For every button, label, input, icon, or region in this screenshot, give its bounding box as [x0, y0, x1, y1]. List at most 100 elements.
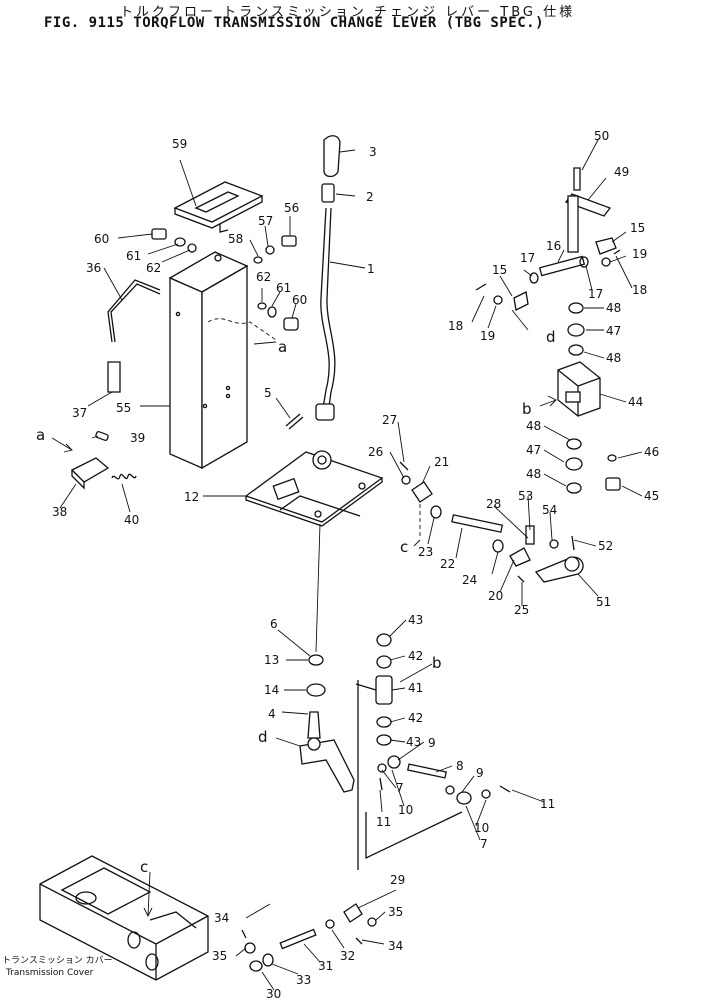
- shift-lever-1: [315, 207, 336, 421]
- label-39: 39: [130, 431, 145, 445]
- bracket-44: [557, 361, 601, 417]
- label-4: 4: [268, 707, 276, 721]
- label-33: 33: [296, 973, 311, 987]
- label-52: 52: [598, 539, 613, 553]
- label-53: 53: [518, 489, 533, 503]
- rod-36: [107, 279, 161, 393]
- label-57: 57: [258, 214, 273, 228]
- label-19b: 19: [480, 329, 495, 343]
- lever-51: [534, 535, 584, 583]
- ref-a-left: a: [36, 426, 45, 444]
- rod-22-parts: [399, 461, 559, 583]
- knob-3: [323, 135, 341, 178]
- label-46: 46: [644, 445, 659, 459]
- label-35a: 35: [388, 905, 403, 919]
- label-42b: 42: [408, 711, 423, 725]
- label-61b: 61: [276, 281, 291, 295]
- ref-c-cover: c: [140, 858, 148, 876]
- label-8: 8: [456, 759, 464, 773]
- cover-caption-en: Transmission Cover: [5, 968, 94, 978]
- label-55: 55: [116, 401, 131, 415]
- label-42a: 42: [408, 649, 423, 663]
- label-36: 36: [86, 261, 101, 275]
- ref-b-bracket: b: [522, 400, 532, 418]
- label-5: 5: [264, 386, 272, 400]
- label-6: 6: [270, 617, 278, 631]
- rod-ends-15-19: [475, 237, 621, 311]
- label-17b: 17: [588, 287, 603, 301]
- label-45: 45: [644, 489, 659, 503]
- label-43a: 43: [408, 613, 423, 627]
- label-1: 1: [367, 262, 375, 276]
- label-48a: 48: [606, 301, 621, 315]
- ref-b-lever: b: [432, 654, 442, 672]
- label-48b: 48: [606, 351, 621, 365]
- label-38: 38: [52, 505, 67, 519]
- label-18b: 18: [448, 319, 463, 333]
- label-40: 40: [124, 513, 139, 527]
- label-61a: 61: [126, 249, 141, 263]
- transmission-cover: [39, 855, 209, 981]
- bolts-washers-56-62: [151, 228, 299, 331]
- label-11b: 11: [540, 797, 555, 811]
- label-26: 26: [368, 445, 383, 459]
- label-35b: 35: [212, 949, 227, 963]
- rod-8-ends: [377, 755, 511, 805]
- label-18a: 18: [632, 283, 647, 297]
- label-34a: 34: [388, 939, 403, 953]
- bracket-plate-12: [244, 450, 384, 527]
- label-16: 16: [546, 239, 561, 253]
- label-20: 20: [488, 589, 503, 603]
- label-11a: 11: [376, 815, 391, 829]
- label-19a: 19: [632, 247, 647, 261]
- label-10a: 10: [398, 803, 413, 817]
- label-47b: 47: [526, 443, 541, 457]
- label-25: 25: [514, 603, 529, 617]
- label-17a: 17: [520, 251, 535, 265]
- detent-38-39-40: [70, 431, 137, 490]
- lever-housing-55: [168, 251, 249, 470]
- label-62b: 62: [256, 270, 271, 284]
- label-9b: 9: [476, 766, 484, 780]
- label-51: 51: [596, 595, 611, 609]
- figure-title: FIG. 9115 TORQFLOW TRANSMISSION CHANGE L…: [44, 15, 545, 31]
- bushings-47-48: [565, 302, 585, 494]
- label-22: 22: [440, 557, 455, 571]
- label-31: 31: [318, 959, 333, 973]
- label-60a: 60: [94, 232, 109, 246]
- label-50: 50: [594, 129, 609, 143]
- label-30: 30: [266, 987, 281, 1000]
- leader-lines: [59, 139, 643, 991]
- label-3: 3: [369, 145, 377, 159]
- label-10b: 10: [474, 821, 489, 835]
- label-60b: 60: [292, 293, 307, 307]
- label-2: 2: [366, 190, 374, 204]
- label-29: 29: [390, 873, 405, 887]
- label-58: 58: [228, 232, 243, 246]
- label-15b: 15: [492, 263, 507, 277]
- label-56: 56: [284, 201, 299, 215]
- ref-d-linkage: d: [546, 328, 556, 346]
- label-44: 44: [628, 395, 643, 409]
- label-9a: 9: [428, 736, 436, 750]
- label-28: 28: [486, 497, 501, 511]
- label-12: 12: [184, 490, 199, 504]
- label-27: 27: [382, 413, 397, 427]
- label-37: 37: [72, 406, 87, 420]
- label-59: 59: [172, 137, 187, 151]
- label-48c: 48: [526, 419, 541, 433]
- rod-31-parts: [241, 903, 377, 972]
- label-24: 24: [462, 573, 477, 587]
- part-labels: 3 2 1 59 60 61 62 36 57 56 58 62 61 60 5…: [52, 129, 659, 1000]
- label-23: 23: [418, 545, 433, 559]
- arm-49: [564, 167, 612, 253]
- label-7a: 7: [396, 781, 404, 795]
- label-48d: 48: [526, 467, 541, 481]
- ref-c-rod: c: [400, 538, 408, 556]
- label-49: 49: [614, 165, 629, 179]
- lever-41: [355, 633, 393, 870]
- label-62a: 62: [146, 261, 161, 275]
- label-13: 13: [264, 653, 279, 667]
- cover-caption-jp: トランスミッション カバー: [2, 955, 113, 966]
- label-32: 32: [340, 949, 355, 963]
